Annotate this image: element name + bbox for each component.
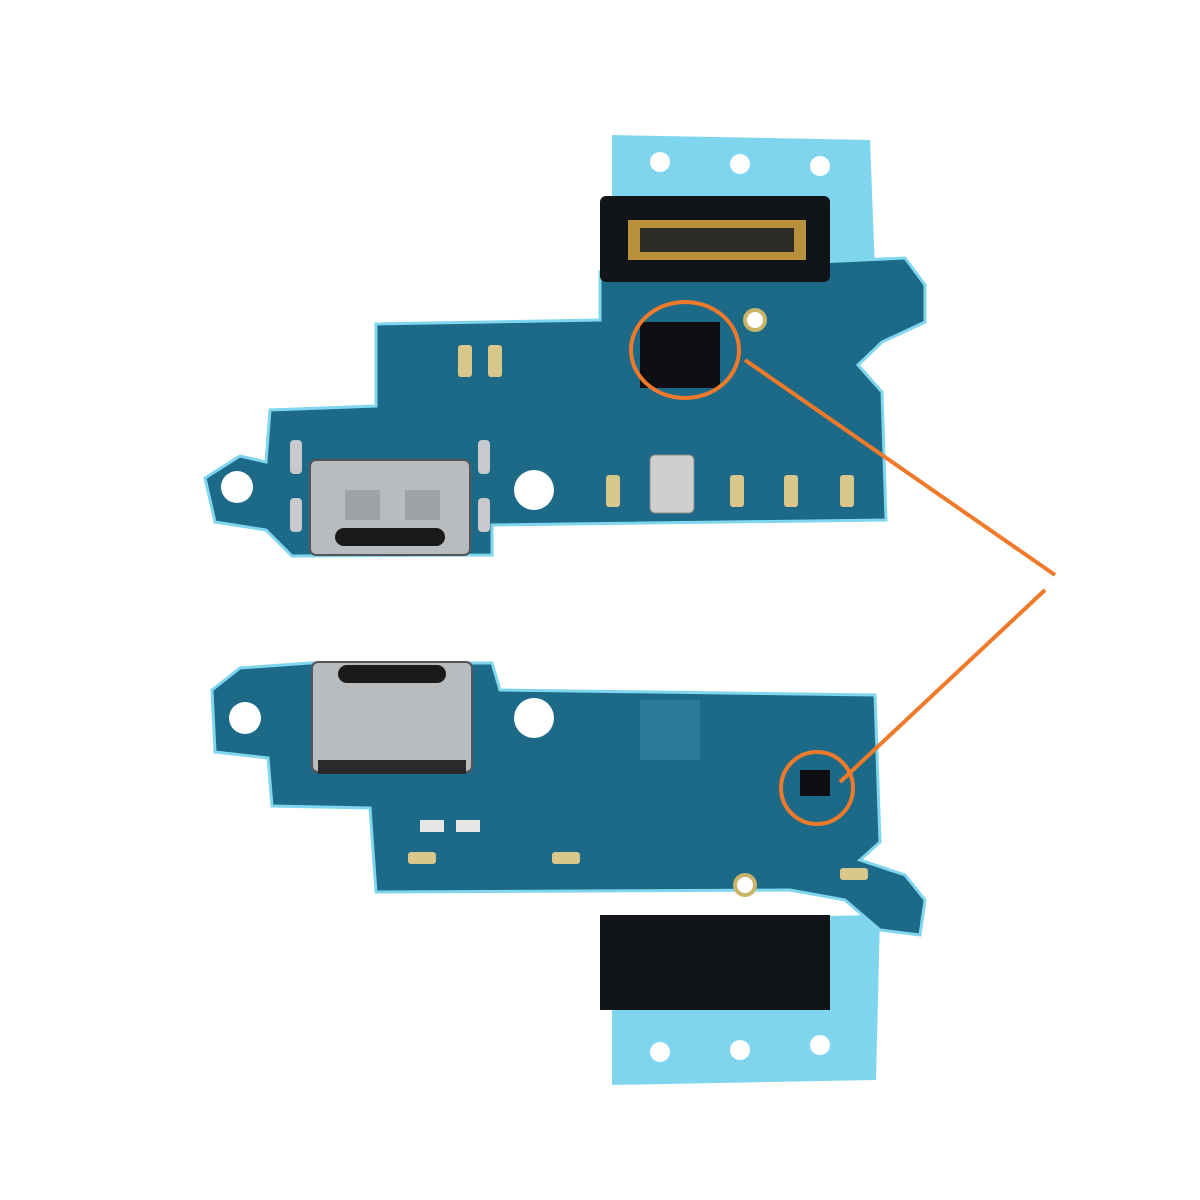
bottom-board — [210, 661, 927, 1085]
port-pad — [405, 490, 440, 520]
pointer-line — [838, 588, 1047, 784]
ic-chip — [800, 770, 830, 796]
bottom-black-tape — [600, 915, 830, 1010]
screw-hole — [743, 308, 767, 332]
highlight-circle-bottom — [779, 750, 855, 826]
crystal — [649, 454, 695, 514]
mount-hole — [514, 698, 554, 738]
shield — [640, 700, 700, 760]
highlight-annotation — [629, 300, 1057, 826]
mount-hole — [221, 471, 253, 503]
highlight-circle-top — [629, 300, 741, 400]
mount-hole — [229, 702, 261, 734]
components — [290, 345, 854, 532]
top-board — [203, 135, 927, 558]
connector-slot — [640, 228, 794, 252]
tape-holes-top — [650, 152, 830, 176]
screw-hole — [733, 873, 757, 897]
pointer-line — [743, 358, 1057, 577]
ic-chip — [640, 322, 720, 388]
mount-hole — [514, 470, 554, 510]
port-opening — [338, 665, 446, 683]
port-opening — [335, 528, 445, 546]
port-pins — [318, 760, 466, 774]
components — [408, 820, 868, 880]
tape-holes-bottom — [650, 1035, 830, 1062]
port-pad — [345, 490, 380, 520]
